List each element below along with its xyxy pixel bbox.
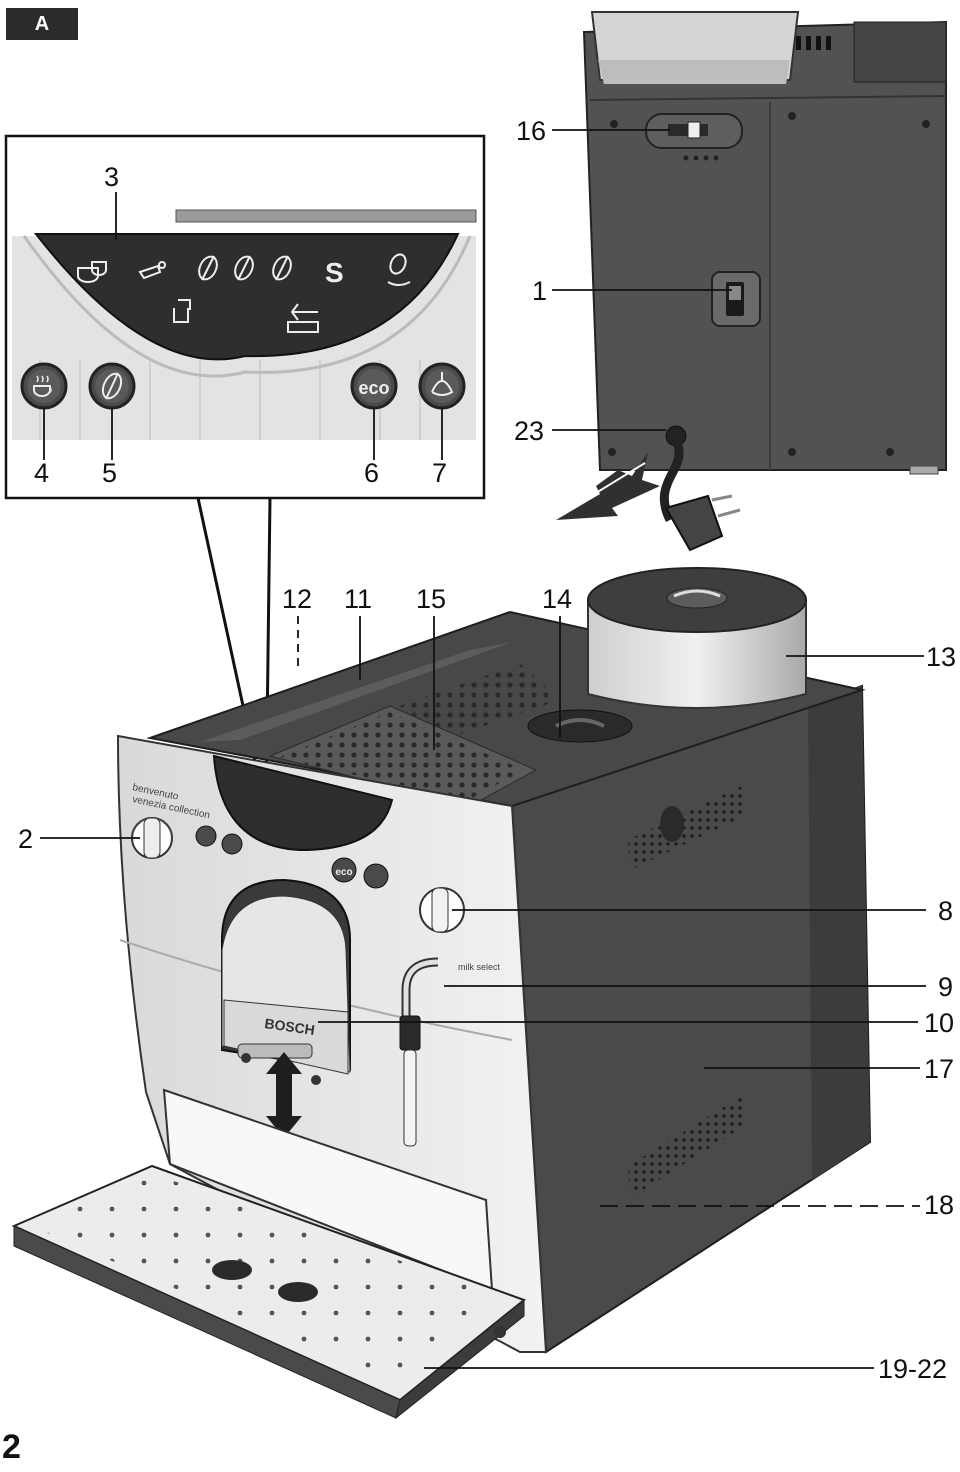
control-panel-detail: S eco (4, 134, 486, 813)
rear-view (556, 11, 947, 552)
callout-9: 9 (938, 972, 953, 1002)
page-number: 2 (2, 1428, 21, 1466)
display-s-symbol: S (325, 257, 344, 288)
eco-small-label: eco (335, 867, 352, 878)
callout-1: 1 (532, 276, 547, 306)
callout-11: 11 (344, 584, 372, 614)
callout-12: 12 (282, 584, 312, 614)
callout-10: 10 (924, 1008, 954, 1038)
milk-select-text: milk select (458, 962, 501, 972)
callout-4: 4 (34, 458, 49, 488)
callout-14: 14 (542, 584, 572, 614)
callout-16: 16 (516, 116, 546, 146)
callout-13: 13 (926, 642, 956, 672)
eco-button-label: eco (358, 378, 389, 398)
machine-main-view: eco BOSCH milk select benvenuto venezia … (11, 567, 872, 1420)
callout-3: 3 (104, 162, 119, 192)
leader-lines (40, 129, 926, 1369)
callout-2: 2 (18, 824, 33, 854)
callout-19-22: 19-22 (878, 1354, 947, 1384)
callout-18: 18 (924, 1190, 954, 1220)
callouts: 3 4 5 6 7 16 1 23 12 11 15 14 13 2 8 9 1… (18, 116, 956, 1384)
callout-7: 7 (432, 458, 447, 488)
callout-6: 6 (364, 458, 379, 488)
callout-23: 23 (514, 416, 544, 446)
callout-17: 17 (924, 1054, 954, 1084)
brand-logo: BOSCH (264, 1015, 316, 1038)
callout-5: 5 (102, 458, 117, 488)
section-tag: A (6, 8, 78, 40)
callout-15: 15 (416, 584, 446, 614)
callout-8: 8 (938, 896, 953, 926)
